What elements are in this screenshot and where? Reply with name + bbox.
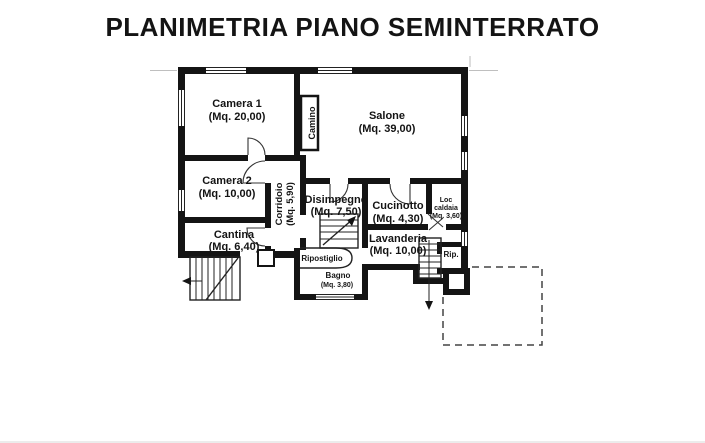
- door-leaf-icon: [427, 213, 444, 228]
- room-label-disimpegno: Disimpegno: [305, 194, 368, 206]
- window-icon: [178, 190, 185, 211]
- page-bottom-edge: [0, 441, 705, 443]
- room-area-salone: (Mq. 39,00): [359, 123, 416, 135]
- room-area-cantina: (Mq. 6,40): [209, 241, 260, 253]
- external-staircase-icon: [182, 256, 241, 301]
- external-area-dashed-outline: [442, 266, 543, 346]
- room-area-camera2: (Mq. 10,00): [199, 188, 256, 200]
- fireplace-icon: [299, 94, 320, 152]
- room-area-lavanderia: (Mq. 10,00): [370, 245, 427, 257]
- page-title: PLANIMETRIA PIANO SEMINTERRATO: [105, 12, 600, 42]
- room-label-salone: Salone: [369, 110, 405, 122]
- room-label-cucinotto: Cucinotto: [372, 200, 424, 212]
- room-label-camino: Camino: [307, 106, 317, 140]
- guide-lines: [150, 56, 498, 71]
- rip-staircase-icon: [418, 237, 442, 310]
- room-label-rip: Rip.: [443, 250, 458, 259]
- window-symbols: [178, 67, 468, 300]
- room-area-cucinotto: (Mq. 4,30): [373, 213, 424, 225]
- room-area-corridoio: (Mq. 5,90): [285, 182, 296, 226]
- room-label-ripostiglio: Ripostiglio: [301, 254, 342, 263]
- ripostiglio-closet-outline: [300, 247, 353, 269]
- window-icon: [318, 67, 352, 74]
- window-icon: [316, 294, 354, 300]
- room-label-loc-caldaia-1: Loc: [440, 197, 453, 204]
- door-symbols: [242, 137, 444, 267]
- window-icon: [206, 67, 246, 74]
- internal-staircase-icon: [319, 213, 359, 249]
- entry-door-icon: [257, 249, 275, 267]
- door-arc-icon: [329, 183, 349, 203]
- walls: [178, 67, 470, 300]
- room-label-camera2: Camera 2: [202, 175, 252, 187]
- window-icon: [461, 116, 468, 136]
- room-labels: Camera 1 (Mq. 20,00) Salone (Mq. 39,00) …: [199, 98, 463, 289]
- room-area-disimpegno: (Mq. 7,50): [311, 206, 362, 218]
- door-arc-icon: [242, 160, 266, 184]
- room-area-loc-caldaia: (Mq. 3,60): [430, 213, 462, 220]
- room-label-cantina: Cantina: [214, 229, 255, 241]
- door-arc-icon: [389, 183, 411, 205]
- room-area-camera1: (Mq. 20,00): [209, 111, 266, 123]
- room-label-bagno: Bagno: [326, 271, 351, 280]
- door-leaf-icon: [428, 217, 444, 231]
- window-icon: [178, 90, 185, 126]
- door-arc-icon: [246, 227, 266, 247]
- door-arc-icon: [247, 137, 266, 156]
- room-label-loc-caldaia-2: caldaia: [434, 205, 458, 212]
- room-area-bagno: (Mq. 3,80): [321, 282, 353, 289]
- room-label-lavanderia: Lavanderia: [369, 233, 428, 245]
- room-label-corridoio: Corridoio: [274, 182, 285, 225]
- window-icon: [461, 152, 468, 170]
- window-icon: [461, 232, 468, 246]
- room-label-camera1: Camera 1: [212, 98, 262, 110]
- fireplace: Camino: [299, 94, 320, 152]
